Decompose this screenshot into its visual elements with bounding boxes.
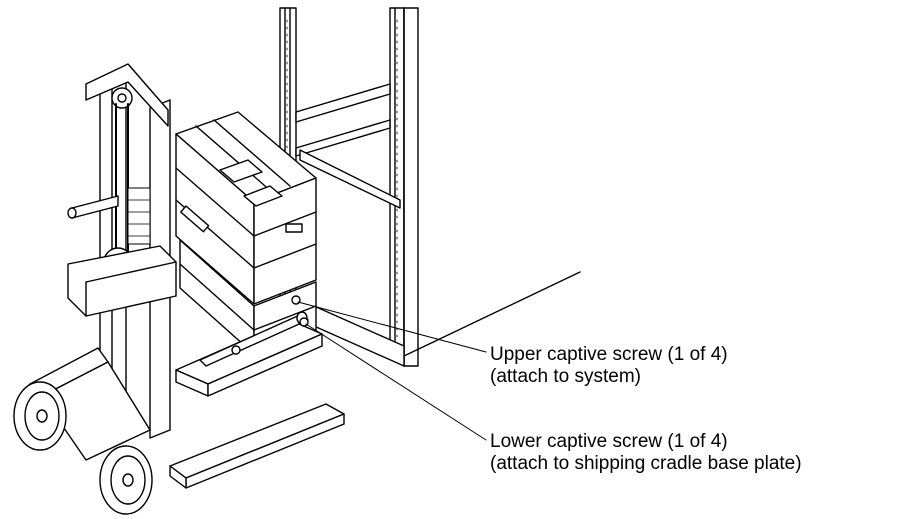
equipment-rack: [279, 7, 581, 367]
lift-mast: [67, 63, 177, 441]
lift-base: [13, 347, 345, 515]
server-system: [127, 111, 317, 355]
lower-captive-screw-callout: Lower captive screw (1 of 4) (attach to …: [490, 431, 802, 475]
upper-callout-line1: Upper captive screw (1 of 4): [490, 344, 728, 365]
upper-callout-line2: (attach to system): [490, 366, 641, 387]
shipping-cradle-base-plate: [175, 295, 323, 397]
upper-captive-screw-marker: [291, 295, 301, 305]
callout-leaders: [297, 301, 487, 441]
upper-captive-screw-callout: Upper captive screw (1 of 4) (attach to …: [490, 344, 728, 388]
lower-callout-line2: (attach to shipping cradle base plate): [490, 453, 802, 474]
lower-callout-line1: Lower captive screw (1 of 4): [490, 431, 728, 452]
upper-screw-leader: [297, 301, 487, 353]
lower-screw-leader: [305, 323, 487, 441]
